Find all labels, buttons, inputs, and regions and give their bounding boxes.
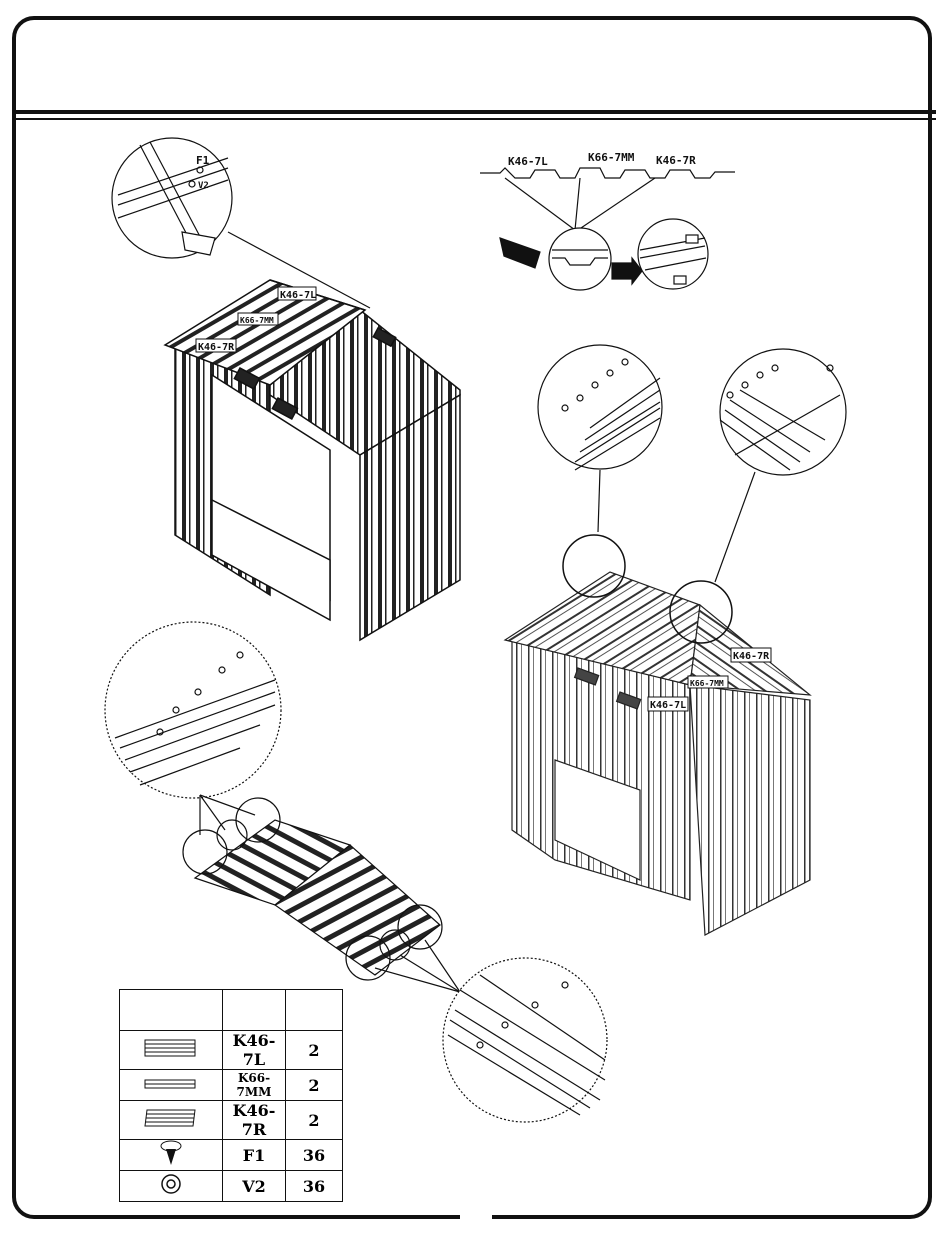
- part-code: F1: [223, 1140, 286, 1171]
- part-qty: 36: [286, 1171, 343, 1202]
- part-code: K66-7MM: [223, 1070, 286, 1101]
- shed-right: [505, 535, 810, 935]
- table-row: K66-7MM 2: [120, 1070, 343, 1101]
- part-code: K46-7L: [223, 1031, 286, 1070]
- shed-left: [165, 280, 460, 640]
- part-qty: 2: [286, 1031, 343, 1070]
- label-k46-7l-shed: K46-7L: [650, 700, 686, 711]
- panel-profile: K46-7L K66-7MM K46-7R: [480, 151, 735, 290]
- label-k46-7r-profile: K46-7R: [656, 154, 696, 167]
- detail-circle-lower-right: [443, 958, 607, 1122]
- parts-table-header: [120, 990, 343, 1031]
- table-row: K46-7R 2: [120, 1101, 343, 1140]
- washer-icon: [160, 1173, 182, 1195]
- label-k46-7l-profile: K46-7L: [508, 155, 548, 168]
- label-f1-a: F1: [196, 154, 210, 167]
- ridge-panel-icon: [143, 1077, 199, 1091]
- table-row: V2 36: [120, 1171, 343, 1202]
- screw-icon: [159, 1140, 183, 1166]
- table-row: F1 36: [120, 1140, 343, 1171]
- detail-circle-f1-v2: F1 V2: [112, 138, 370, 308]
- label-k46-7r-shed: K46-7R: [733, 651, 770, 662]
- detail-circle-screws-right: [715, 349, 846, 582]
- label-k46-7l-top: K46-7L: [280, 290, 316, 301]
- part-qty: 36: [286, 1140, 343, 1171]
- label-k66-7mm-profile: K66-7MM: [588, 151, 635, 164]
- part-qty: 2: [286, 1101, 343, 1140]
- part-code: V2: [223, 1171, 286, 1202]
- detail-circle-lower-left: [105, 622, 281, 835]
- part-code: K46-7R: [223, 1101, 286, 1140]
- roof-panel-icon: [143, 1109, 199, 1127]
- label-k66-7mm-top: K66-7MM: [240, 316, 274, 325]
- roof-assembly: [183, 798, 460, 992]
- label-k46-7r-top: K46-7R: [198, 342, 235, 353]
- table-row: K46-7L 2: [120, 1031, 343, 1070]
- parts-table: K46-7L 2 K66-7MM 2 K46-7R 2: [119, 989, 343, 1202]
- detail-circle-screws-left: [538, 345, 662, 532]
- part-qty: 2: [286, 1070, 343, 1101]
- roof-panel-icon: [143, 1039, 199, 1057]
- label-k66-7mm-shed: K66-7MM: [690, 679, 724, 688]
- label-v2-a: V2: [198, 181, 209, 191]
